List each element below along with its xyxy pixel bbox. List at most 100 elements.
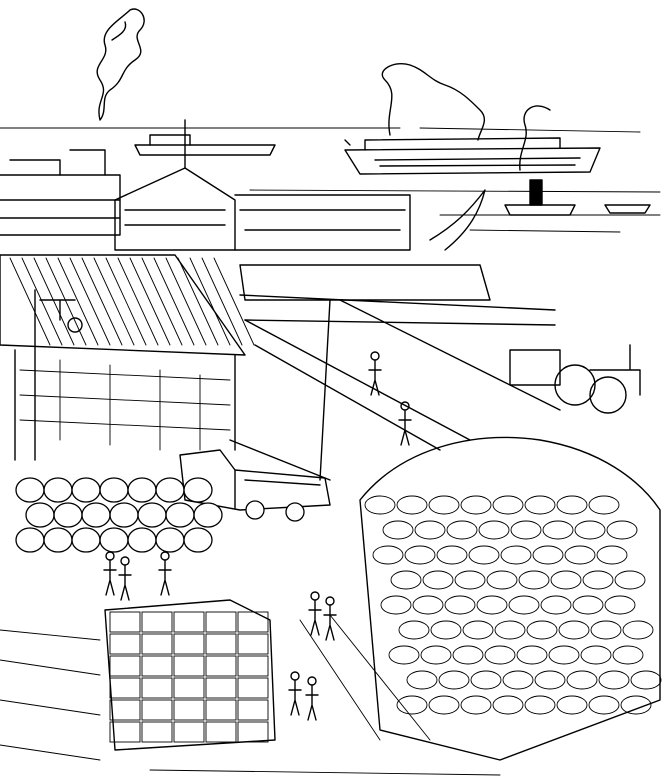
sack [606,520,638,540]
docked-vessel [239,264,556,326]
barrel [15,527,45,553]
worker-body [368,359,382,396]
crate [109,721,141,743]
barrel [81,502,111,528]
crate [173,655,205,677]
sack [564,545,596,565]
roof-hatch-line [9,257,51,346]
crate [205,699,237,721]
worker-body [118,564,132,601]
sack [502,670,534,690]
sack [396,695,428,715]
worker-body [288,679,302,716]
crate [141,655,173,677]
sack [388,645,420,665]
worker-figure [158,551,172,596]
crate [109,655,141,677]
sack [396,495,428,515]
worker-figure [305,676,319,721]
roof-hatch-line [201,257,243,346]
sack [582,570,614,590]
crate [237,611,269,633]
crate [173,633,205,655]
barrel [71,527,101,553]
barrel [53,502,83,528]
roof-hatch-line [165,257,207,346]
quay-edge [229,299,561,481]
barrel [99,477,129,503]
sack [420,645,452,665]
worker-figure [323,596,337,641]
sack [622,620,654,640]
barrel [183,527,213,553]
barrel [99,527,129,553]
sack [556,695,588,715]
sack [438,670,470,690]
sack [380,595,412,615]
barrel-stack [15,477,223,553]
sack [462,620,494,640]
sack [468,545,500,565]
sack [540,595,572,615]
sack [486,570,518,590]
sack [596,545,628,565]
worker-body [308,599,322,636]
barrel [155,477,185,503]
sack [588,495,620,515]
sack [444,595,476,615]
sack [390,570,422,590]
barrel [43,527,73,553]
sack [404,545,436,565]
sack [598,670,630,690]
sack [604,595,636,615]
crate [109,677,141,699]
sack [508,595,540,615]
crate [173,721,205,743]
roof-hatch-line [117,257,159,346]
barrel [71,477,101,503]
crate [205,655,237,677]
barrel [183,477,213,503]
sack [476,595,508,615]
barrel [137,502,167,528]
sack [470,670,502,690]
crate [109,699,141,721]
sack-pile [359,436,662,761]
sack [382,520,414,540]
steamship-far [134,134,276,156]
foreground-ground [0,614,501,776]
worker-body [398,409,412,446]
barrel [165,502,195,528]
crate [141,721,173,743]
sack [532,545,564,565]
roof-hatch-line [105,257,147,346]
barrel [127,477,157,503]
crate [141,633,173,655]
sack [398,620,430,640]
ship-bow [429,189,486,251]
worker-body [305,684,319,721]
roof-hatch-line [129,257,171,346]
shed-goods [19,359,231,451]
worker-body [158,559,172,596]
sack [452,645,484,665]
sack [454,570,486,590]
river-horizon [0,127,661,233]
crate [109,611,141,633]
barrel [15,477,45,503]
port-building [114,119,411,251]
crate [141,611,173,633]
sack [526,620,558,640]
crate [237,655,269,677]
sack [428,495,460,515]
crate [237,633,269,655]
roof-hatch-line [141,257,183,346]
worker-figure [288,671,302,716]
roof-hatch-line [69,257,111,346]
crate [173,699,205,721]
roof-hatch-line [57,257,99,346]
sack [412,595,444,615]
crate [205,677,237,699]
sack [414,520,446,540]
